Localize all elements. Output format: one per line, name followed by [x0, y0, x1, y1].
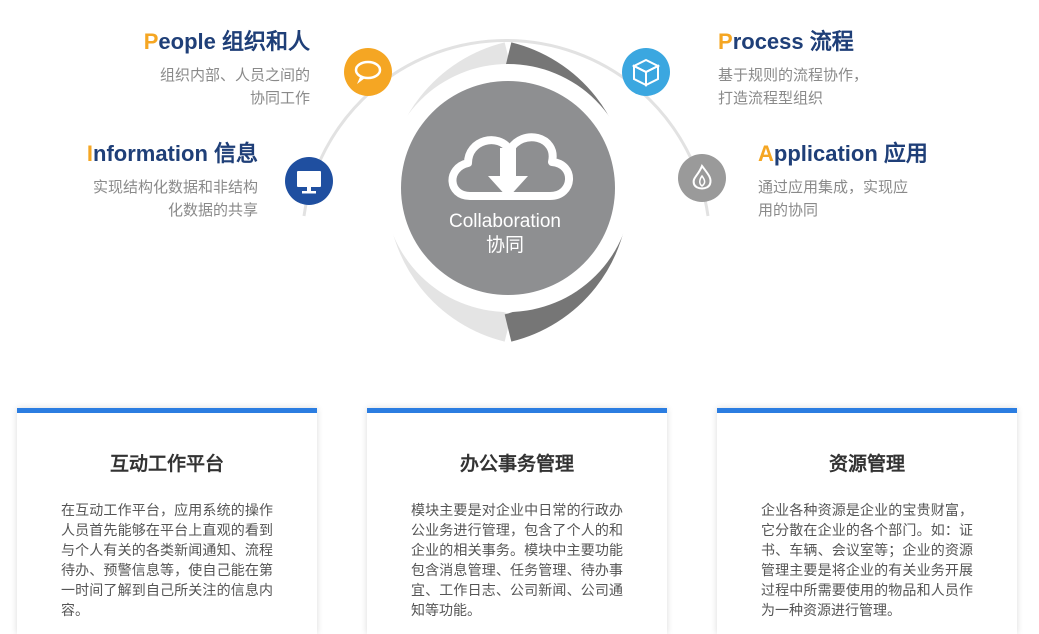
people-title: People 组织和人 [143, 29, 310, 54]
card-title: 办公事务管理 [459, 454, 574, 475]
center-label: Collaboration 协同 [400, 210, 610, 258]
center-label-en: Collaboration [449, 211, 561, 232]
process-desc: 基于规则的流程协作， 打造流程型组织 [718, 67, 869, 107]
information-desc: 实现结构化数据和非结构 化数据的共享 [92, 179, 258, 219]
card-text: 企业各种资源是企业的宝贵财富，它分散在企业的各个部门。如：证书、车辆、会议室等；… [761, 502, 973, 618]
card-interactive-platform: 互动工作平台 在互动工作平台，应用系统的操作人员首先能够在平台上直观的看到与个人… [17, 408, 317, 634]
diagram-graphics [285, 38, 726, 342]
monitor-icon [285, 157, 333, 205]
chat-bubble-icon [344, 48, 392, 96]
flame-icon [678, 154, 726, 202]
card-text: 在互动工作平台，应用系统的操作人员首先能够在平台上直观的看到与个人有关的各类新闻… [61, 502, 273, 618]
card-title: 资源管理 [828, 454, 905, 475]
quadrant-application: Application 应用 通过应用集成，实现应 用的协同 [758, 136, 958, 222]
quadrant-people: People 组织和人 组织内部、人员之间的 协同工作 [110, 24, 310, 110]
information-title: Information 信息 [86, 141, 258, 166]
quadrant-process: Process 流程 基于规则的流程协作， 打造流程型组织 [718, 24, 918, 110]
card-office-affairs: 办公事务管理 模块主要是对企业中日常的行政办公业务进行管理，包含了个人的和企业的… [367, 408, 667, 634]
cloud-download-icon [448, 133, 573, 200]
application-title: Application 应用 [758, 141, 928, 166]
card-title: 互动工作平台 [109, 454, 224, 475]
collaboration-diagram: People 组织和人 组织内部、人员之间的 协同工作 Information … [58, 24, 958, 342]
box-icon [622, 48, 670, 96]
process-title: Process 流程 [718, 29, 854, 54]
card-resource-management: 资源管理 企业各种资源是企业的宝贵财富，它分散在企业的各个部门。如：证书、车辆、… [717, 408, 1017, 634]
quadrant-information: Information 信息 实现结构化数据和非结构 化数据的共享 [58, 136, 258, 222]
outer-arc [302, 38, 710, 217]
application-desc: 通过应用集成，实现应 用的协同 [758, 179, 909, 219]
people-desc: 组织内部、人员之间的 协同工作 [159, 67, 310, 107]
center-label-cn: 协同 [485, 235, 524, 256]
card-text: 模块主要是对企业中日常的行政办公业务进行管理，包含了个人的和企业的相关事务。模块… [411, 502, 623, 618]
